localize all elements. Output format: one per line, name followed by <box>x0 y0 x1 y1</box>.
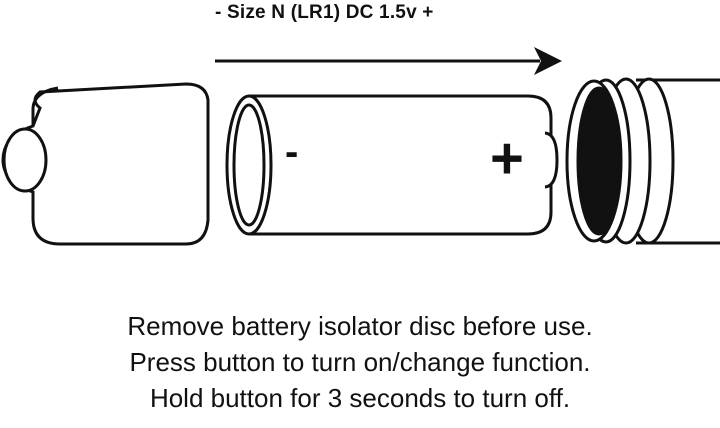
arrow-right-icon <box>215 47 562 75</box>
device-body-icon <box>565 77 720 245</box>
battery-minus-symbol: - <box>285 130 299 174</box>
battery-icon <box>225 94 559 236</box>
battery-size-heading: - Size N (LR1) DC 1.5v + <box>215 2 434 23</box>
end-cap-icon <box>1 82 210 246</box>
battery-plus-symbol: + <box>490 126 524 191</box>
instructions-text: Remove battery isolator disc before use.… <box>0 308 720 416</box>
instruction-line: Press button to turn on/change function. <box>129 347 591 377</box>
instruction-line: Remove battery isolator disc before use. <box>127 311 593 341</box>
instruction-line: Hold button for 3 seconds to turn off. <box>149 383 571 413</box>
